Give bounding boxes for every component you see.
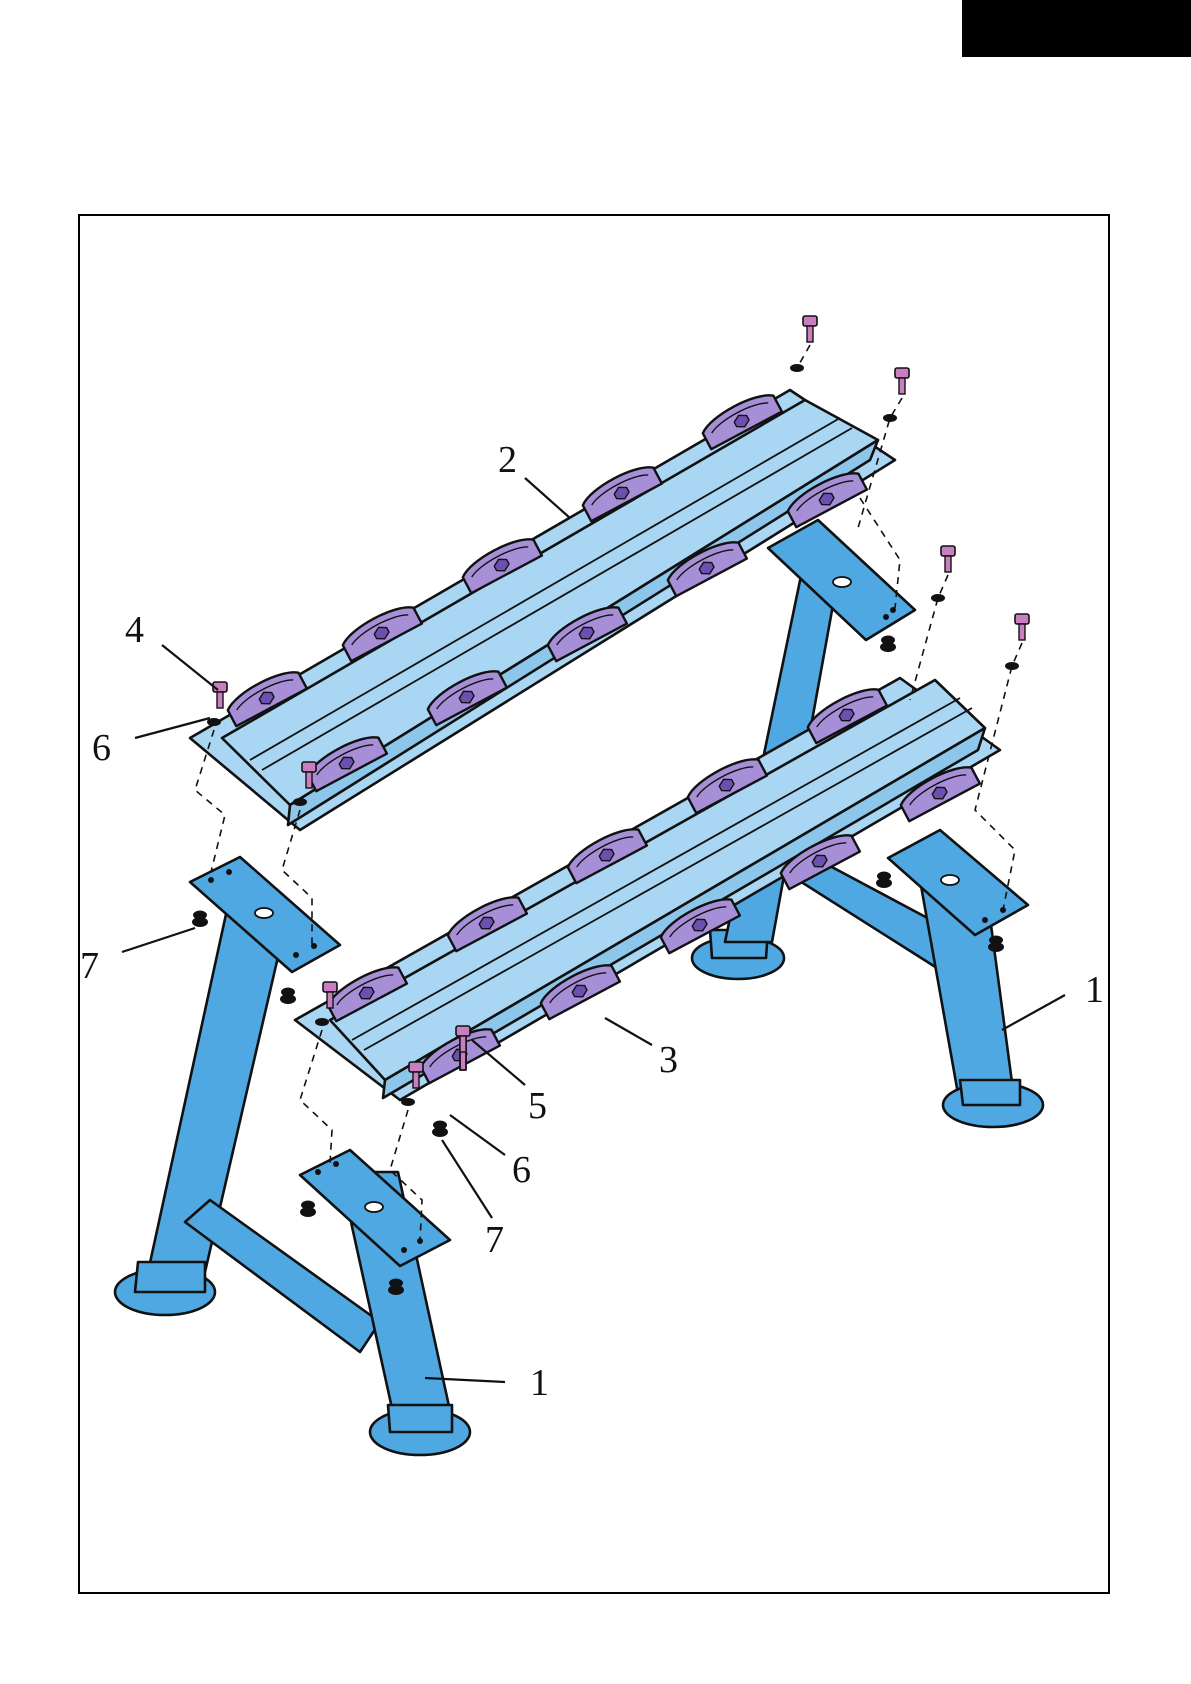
frame-left <box>115 857 470 1455</box>
bolt-icon <box>895 368 909 394</box>
callout-1-left: 1 <box>530 1362 549 1404</box>
bolt-icon <box>1015 614 1029 640</box>
nut-icon <box>388 1279 404 1296</box>
nut-icon <box>876 872 892 889</box>
nut-icon <box>192 911 208 928</box>
nut-icon <box>988 936 1004 953</box>
washer-icon <box>401 1098 415 1106</box>
nut-icon <box>432 1121 448 1138</box>
front-foot-collar <box>960 1080 1020 1105</box>
nut-icon <box>300 1201 316 1218</box>
leader-line-6-bottom <box>450 1115 505 1155</box>
callout-4: 4 <box>125 609 144 651</box>
bolt-icon <box>803 316 817 342</box>
nut-icon <box>280 988 296 1005</box>
leader-line-7-left <box>122 928 195 952</box>
bolt-icon <box>213 682 227 708</box>
callout-5: 5 <box>528 1085 547 1127</box>
leader-line-2 <box>525 478 570 518</box>
leader-line-7-bottom <box>442 1140 492 1218</box>
washer-icon <box>315 1018 329 1026</box>
leader-line-3 <box>605 1018 652 1045</box>
nut-icon <box>880 636 896 653</box>
callout-1-right: 1 <box>1085 969 1104 1011</box>
callout-7-bottom: 7 <box>485 1219 504 1261</box>
callout-6-top: 6 <box>92 727 111 769</box>
washer-icon <box>293 798 307 806</box>
callout-6-bottom: 6 <box>512 1149 531 1191</box>
callout-7-left: 7 <box>80 945 99 987</box>
callout-2: 2 <box>498 439 517 481</box>
bolt-icon <box>941 546 955 572</box>
leader-line-1-right <box>1002 995 1065 1030</box>
leader-line-4 <box>162 645 218 690</box>
callout-3: 3 <box>659 1039 678 1081</box>
